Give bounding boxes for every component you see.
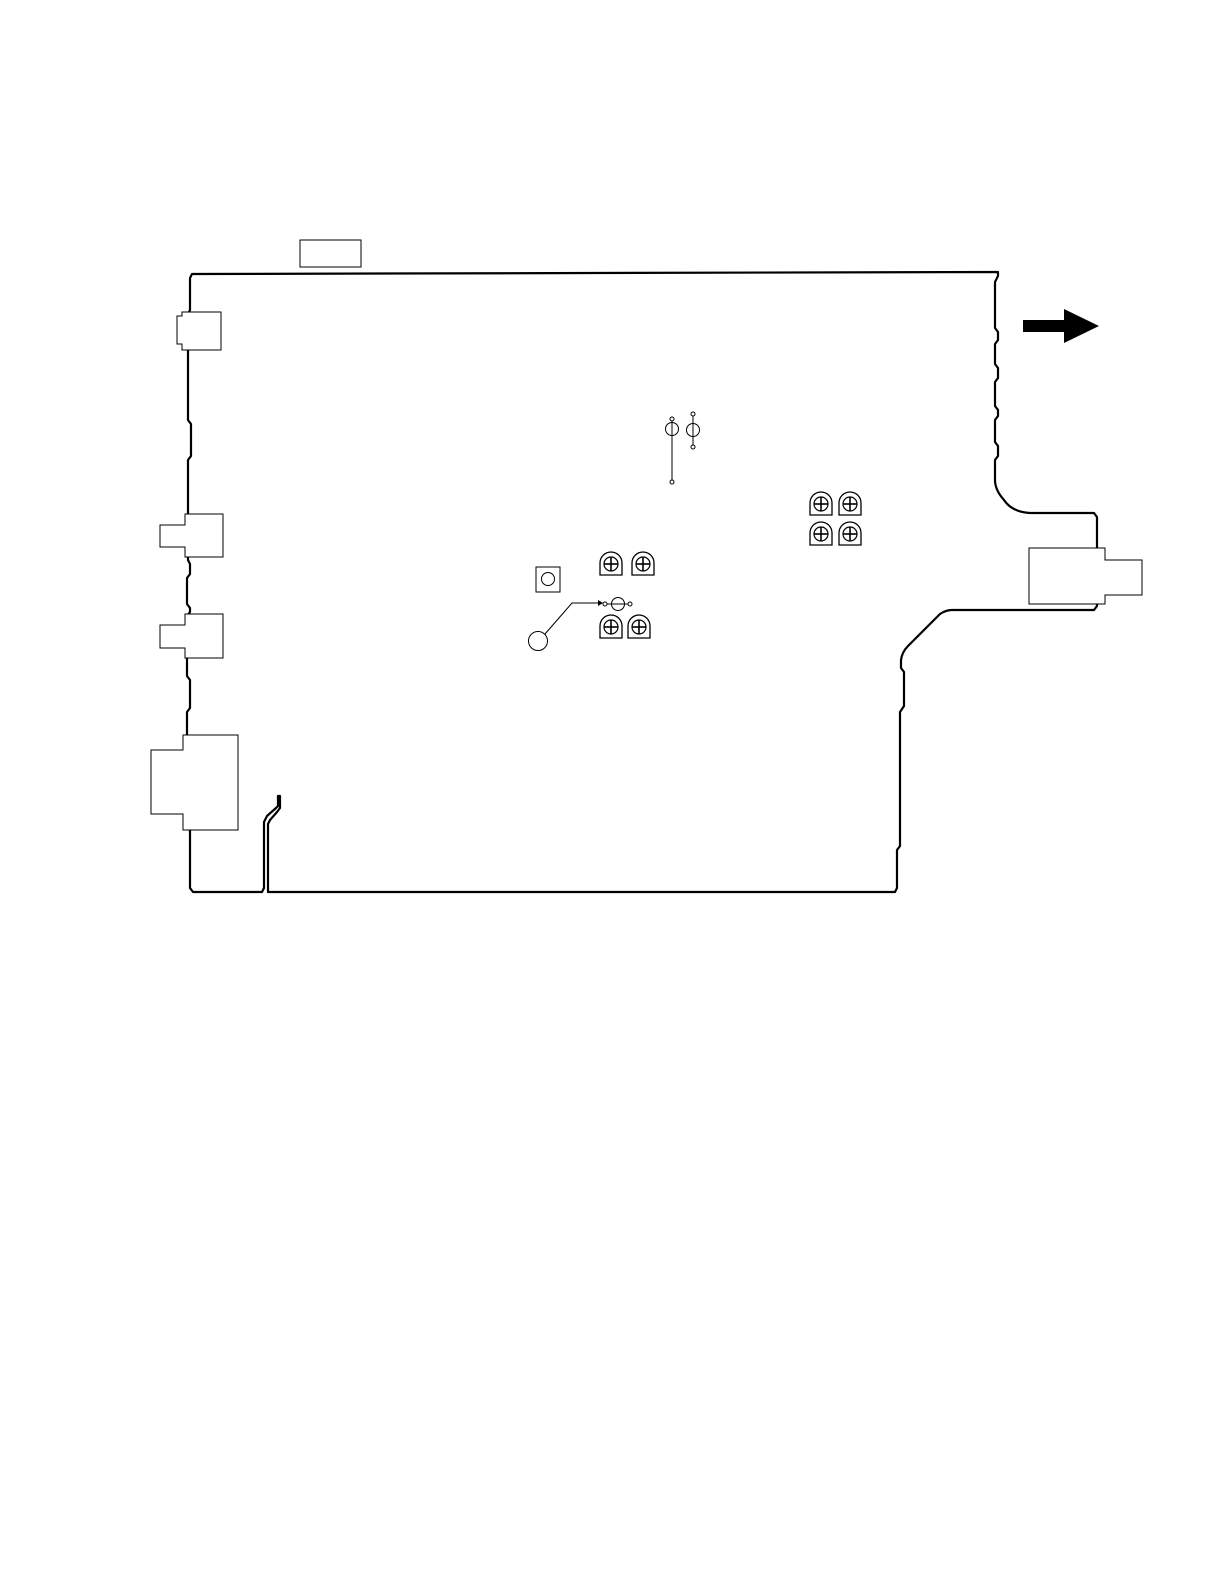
right-arrow-icon bbox=[1023, 309, 1099, 343]
right-connector bbox=[1029, 548, 1142, 604]
trimmer-potentiometer-icon bbox=[632, 552, 654, 575]
left-connector-1 bbox=[177, 312, 221, 350]
left-connector-3 bbox=[160, 614, 223, 658]
board-outline bbox=[187, 272, 1097, 892]
trimmer-potentiometer-icon bbox=[600, 615, 622, 638]
left-connector-4 bbox=[151, 735, 238, 830]
trimmer-potentiometer-icon bbox=[839, 492, 861, 515]
test-point-horizontal bbox=[603, 598, 632, 611]
top-tab bbox=[300, 240, 361, 267]
trimmer-group bbox=[600, 492, 861, 638]
test-point-group-upper bbox=[666, 412, 700, 484]
left-connector-2 bbox=[160, 514, 223, 557]
trimmer-potentiometer-icon bbox=[628, 615, 650, 638]
trimmer-potentiometer-icon bbox=[839, 522, 861, 545]
reference-marker bbox=[529, 600, 604, 651]
trimmer-potentiometer-icon bbox=[600, 552, 622, 575]
trimmer-potentiometer-icon bbox=[810, 492, 832, 515]
square-pad bbox=[536, 567, 560, 592]
trimmer-potentiometer-icon bbox=[810, 522, 832, 545]
